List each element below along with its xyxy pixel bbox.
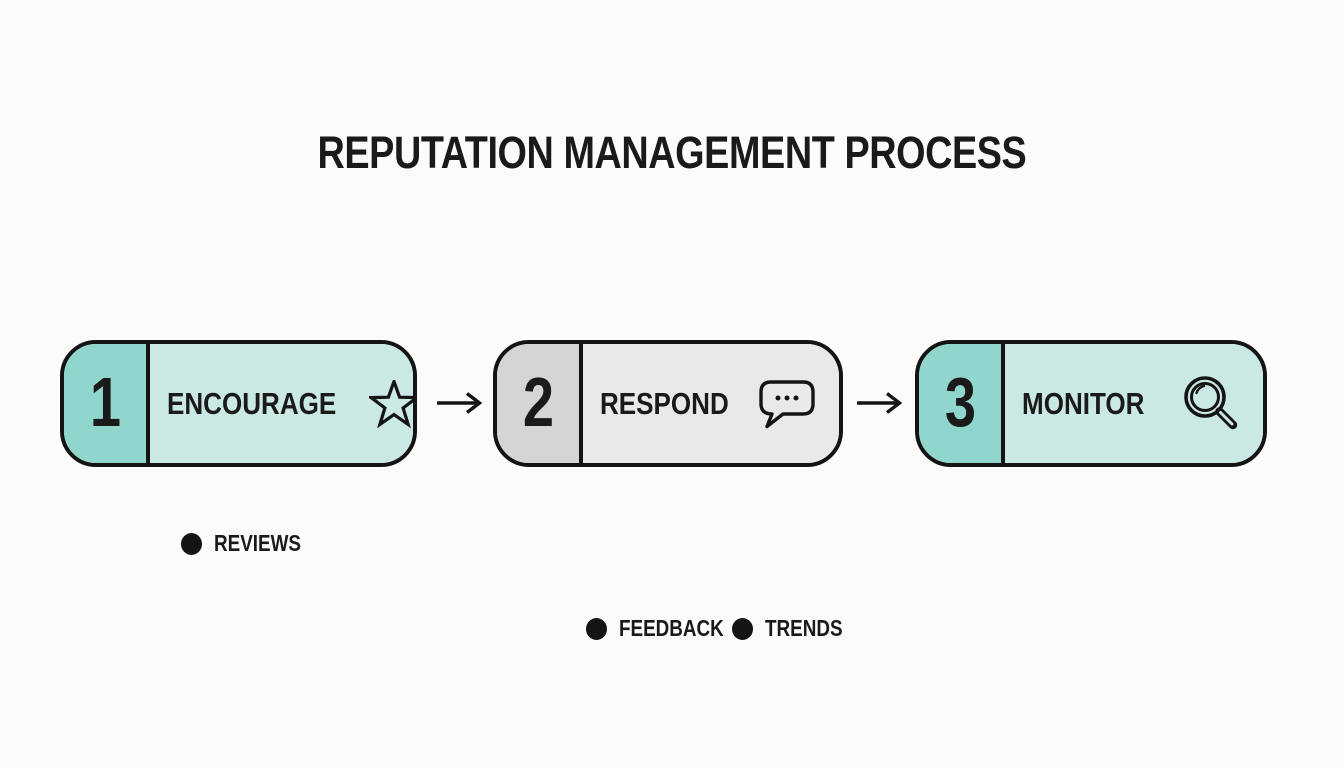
bullet-dot-icon (586, 617, 607, 640)
step-monitor-number-cell: 3 (919, 344, 1005, 463)
bullet-dot-icon (181, 532, 202, 555)
step-label: RESPOND (600, 385, 729, 421)
legend-label: TRENDS (765, 615, 843, 641)
legend-label: REVIEWS (214, 530, 301, 556)
star-icon (368, 379, 413, 428)
page-title: REPUTATION MANAGEMENT PROCESS (0, 127, 1344, 179)
step-number: 3 (944, 362, 976, 441)
step-number: 2 (522, 362, 554, 441)
step-monitor: 3 MONITOR (915, 340, 1267, 467)
step-number: 1 (89, 362, 121, 441)
step-respond: 2 RESPOND (493, 340, 843, 467)
legend-item-feedback: FEEDBACK (586, 615, 747, 642)
magnifier-icon (1181, 373, 1243, 435)
arrow-right-icon (854, 390, 906, 416)
step-respond-body: RESPOND (583, 344, 839, 463)
step-encourage: 1 ENCOURAGE (60, 340, 417, 467)
page-title-text: REPUTATION MANAGEMENT PROCESS (317, 127, 1027, 178)
speech-bubble-icon (755, 378, 819, 430)
step-monitor-body: MONITOR (1005, 344, 1263, 463)
legend-item-trends: TRENDS (732, 615, 860, 642)
legend-item-reviews: REVIEWS (181, 530, 320, 557)
step-encourage-body: ENCOURAGE (150, 344, 413, 463)
step-encourage-number-cell: 1 (64, 344, 150, 463)
step-label: ENCOURAGE (167, 385, 337, 421)
arrow-right-icon (434, 390, 486, 416)
bullet-dot-icon (732, 617, 753, 640)
step-respond-number-cell: 2 (497, 344, 583, 463)
step-label: MONITOR (1022, 385, 1145, 421)
legend-label: FEEDBACK (619, 615, 724, 641)
